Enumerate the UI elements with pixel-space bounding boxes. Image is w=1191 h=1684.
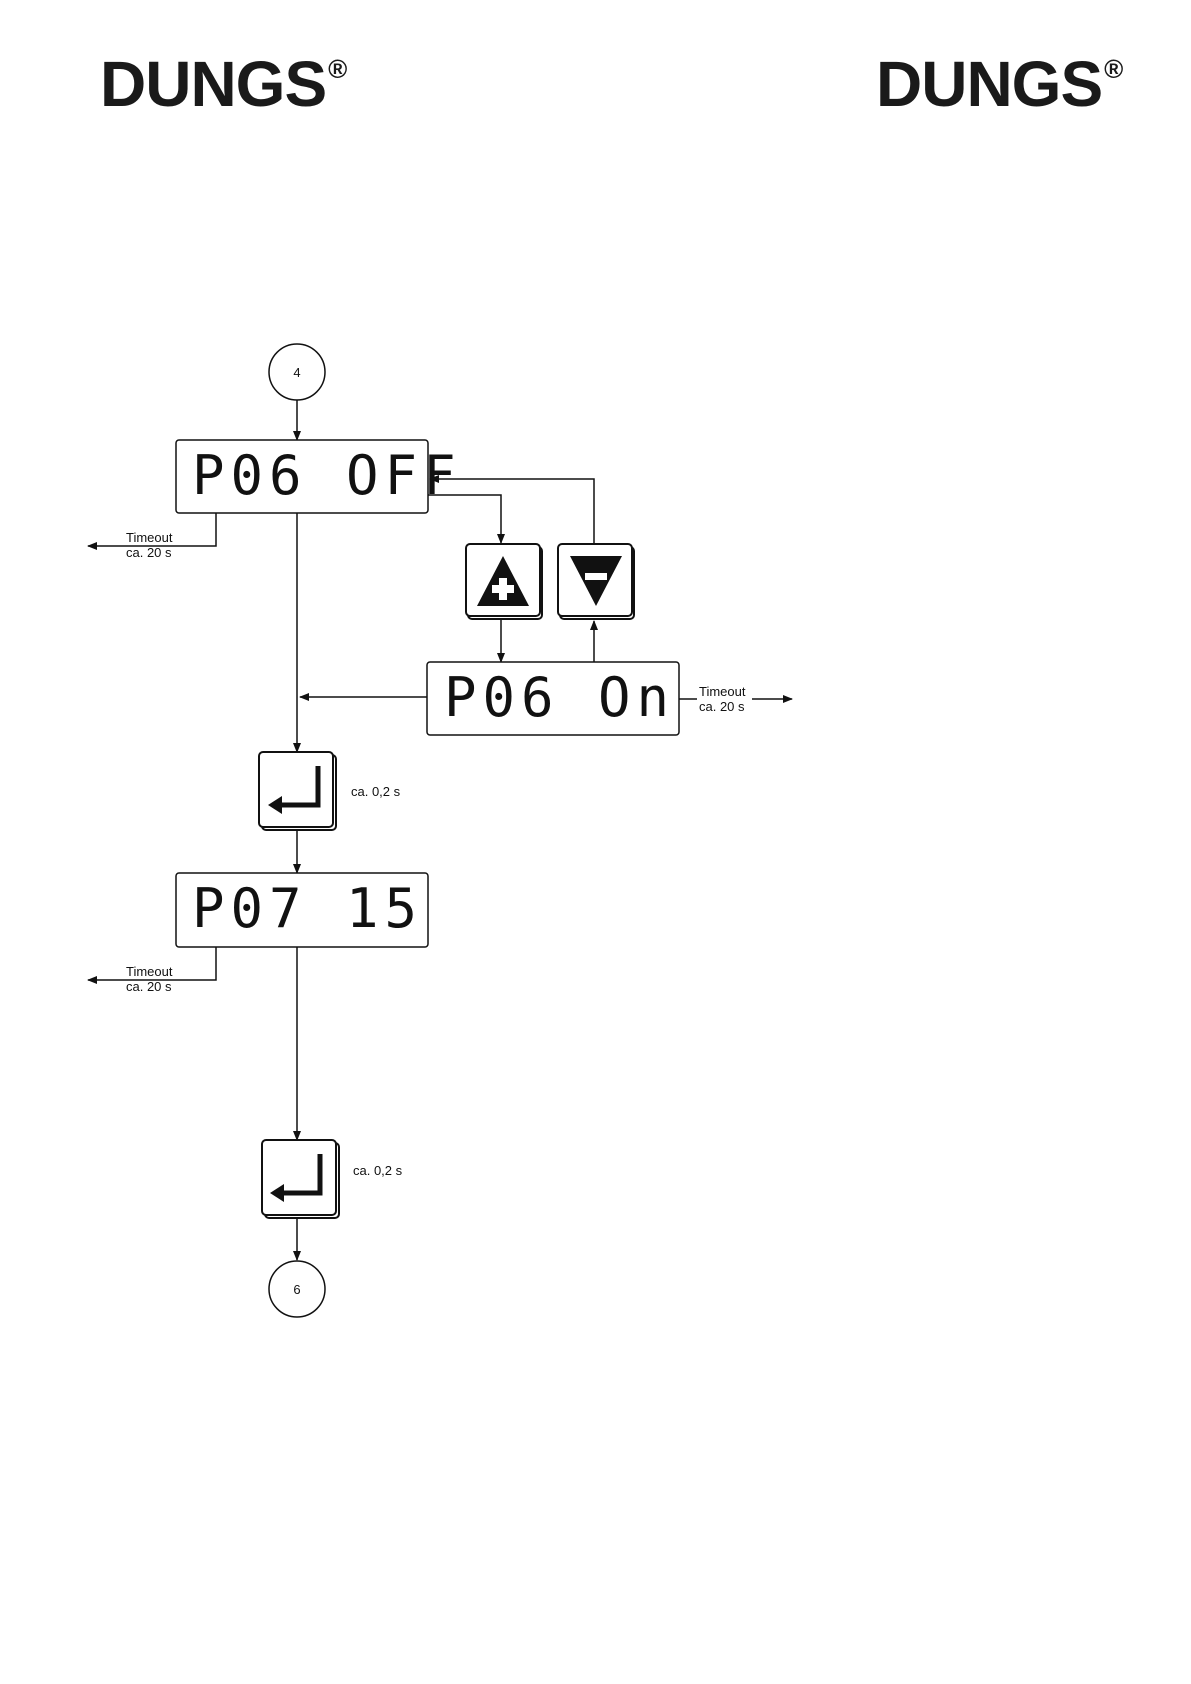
timeout-1: Timeout ca. 20 s	[88, 513, 216, 560]
svg-text:ca. 20 s: ca. 20 s	[126, 545, 172, 560]
svg-text:Timeout: Timeout	[126, 530, 173, 545]
start-node: 4	[269, 344, 325, 400]
svg-text:P07 15: P07 15	[192, 877, 423, 940]
display-p06-on: P06 On	[427, 662, 679, 735]
svg-text:4: 4	[293, 365, 300, 380]
enter-duration-1: ca. 0,2 s	[351, 784, 401, 799]
enter-key-icon[interactable]	[262, 1140, 339, 1218]
display-p07: P07 15	[176, 873, 428, 947]
timeout-2: Timeout ca. 20 s	[679, 684, 792, 714]
svg-text:Timeout: Timeout	[699, 684, 746, 699]
svg-text:6: 6	[293, 1282, 300, 1297]
plus-key-icon[interactable]	[466, 544, 542, 619]
display-p06-off: P06 OFF	[176, 440, 462, 513]
enter-key-icon[interactable]	[259, 752, 336, 830]
svg-text:P06 OFF: P06 OFF	[192, 444, 462, 507]
enter-duration-2: ca. 0,2 s	[353, 1163, 403, 1178]
svg-text:ca. 20 s: ca. 20 s	[126, 979, 172, 994]
end-node: 6	[269, 1261, 325, 1317]
svg-text:Timeout: Timeout	[126, 964, 173, 979]
svg-text:P06 On: P06 On	[444, 666, 675, 729]
timeout-3: Timeout ca. 20 s	[88, 947, 216, 994]
minus-key-icon[interactable]	[558, 544, 634, 619]
svg-text:ca. 20 s: ca. 20 s	[699, 699, 745, 714]
